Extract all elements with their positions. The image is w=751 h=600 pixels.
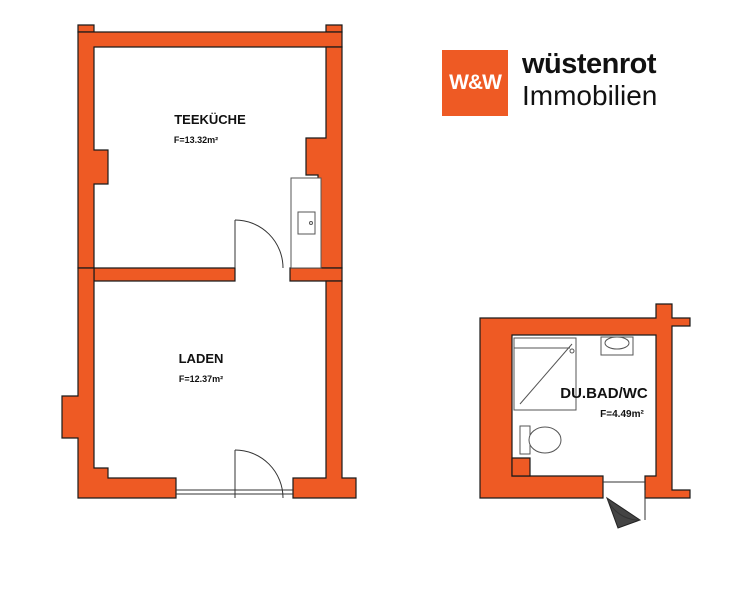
logo-subtitle: Immobilien	[522, 80, 658, 111]
wall-bad-outer	[479, 303, 691, 499]
kitchen-sink	[297, 211, 316, 235]
laden-label: LADEN	[179, 351, 224, 366]
sink-drain	[309, 221, 313, 225]
washbasin-bowl	[604, 336, 630, 350]
logo-badge: W&W	[442, 50, 508, 116]
wall-teekueche-right	[305, 46, 343, 269]
wall-cap-top-right	[325, 24, 343, 33]
wall-partition-left	[93, 267, 236, 282]
bad-door-swing	[606, 497, 641, 521]
teekueche-label: TEEKÜCHE	[174, 112, 246, 127]
toilet-bowl	[528, 426, 562, 454]
logo-badge-text: W&W	[449, 71, 502, 94]
wall-laden-right	[292, 280, 357, 499]
bad-door-hatch	[606, 496, 642, 529]
door-teekueche-swing	[234, 219, 284, 269]
wall-laden-left	[61, 267, 177, 499]
shower-tray	[513, 337, 577, 411]
door-laden-swing	[234, 449, 284, 499]
shower-head	[569, 348, 575, 354]
bad-label: DU.BAD/WC	[560, 385, 648, 402]
wall-partition-right	[289, 267, 343, 282]
walls	[61, 24, 691, 499]
logo-wordmark: wüstenrot	[522, 48, 657, 80]
wall-bad-pillar	[511, 457, 531, 477]
shower-diagonal	[519, 343, 573, 405]
bad-area: F=4.49m²	[600, 409, 644, 420]
teekueche-area: F=13.32m²	[174, 135, 218, 145]
fixtures	[176, 177, 646, 529]
laden-area: F=12.37m²	[179, 374, 223, 384]
wuestenrot-logo: W&W wüstenrot Immobilien	[442, 48, 742, 120]
wall-cap-top-left	[77, 24, 95, 33]
